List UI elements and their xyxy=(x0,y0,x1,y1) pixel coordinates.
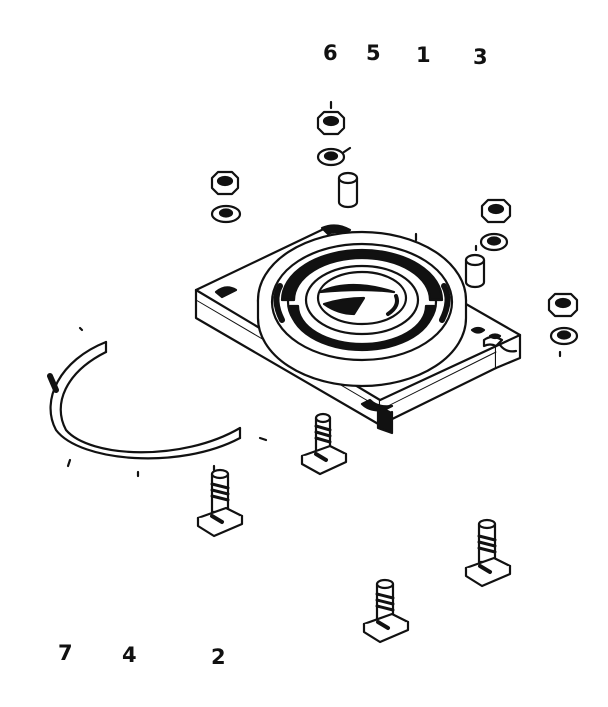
callout-7: 7 xyxy=(58,641,73,665)
callout-1: 1 xyxy=(416,43,431,67)
dowel-pin-center xyxy=(337,171,359,209)
t-bolt-bottom xyxy=(362,578,410,644)
callout-6: 6 xyxy=(323,41,338,65)
callout-2: 2 xyxy=(211,645,226,669)
hex-nut-right xyxy=(480,198,512,224)
hex-nut-far-right xyxy=(547,292,579,318)
retaining-band xyxy=(47,326,268,478)
dowel-pin-right xyxy=(464,244,486,289)
bearing-housing xyxy=(256,230,468,388)
washer-far-right xyxy=(549,326,579,358)
washer-left xyxy=(210,204,242,224)
t-bolt-left xyxy=(196,468,244,538)
callout-3: 3 xyxy=(473,45,488,69)
callout-4: 4 xyxy=(122,643,137,667)
t-bolt-center xyxy=(300,412,348,476)
t-bolt-right xyxy=(464,518,512,588)
washer-top-center xyxy=(316,146,352,167)
callout-5: 5 xyxy=(366,41,381,65)
washer-right xyxy=(479,232,509,252)
hex-nut-left xyxy=(210,170,240,196)
hex-nut-top-center xyxy=(316,100,346,136)
